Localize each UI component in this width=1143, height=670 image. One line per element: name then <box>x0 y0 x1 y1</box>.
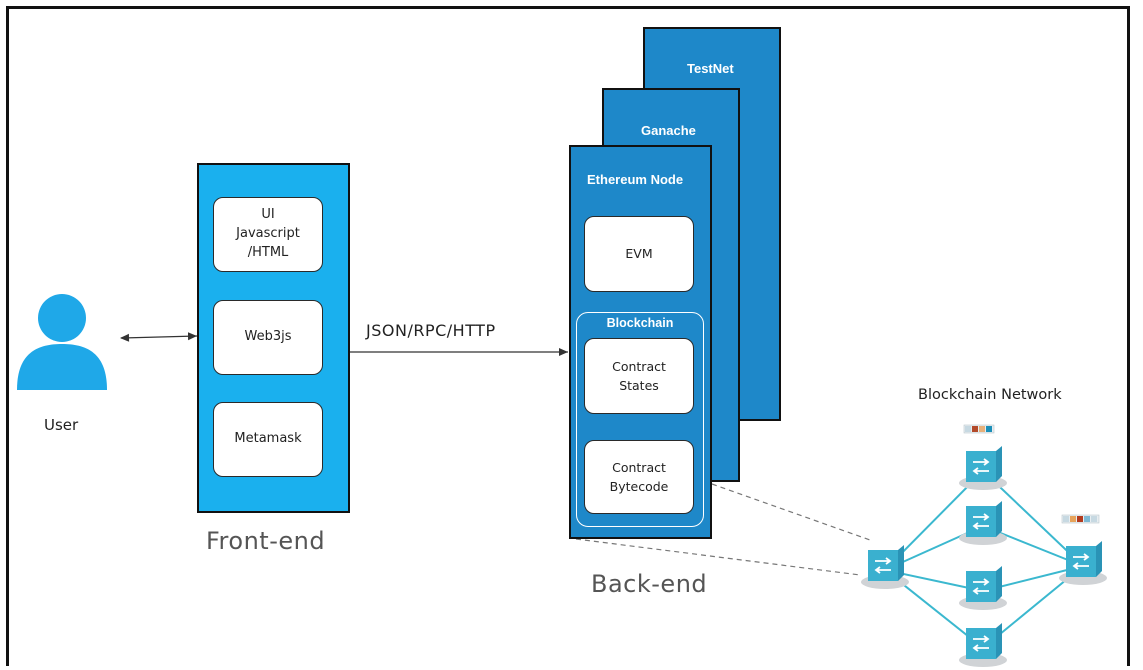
user-label: User <box>44 416 79 434</box>
user-icon <box>17 294 107 390</box>
network-nodes <box>861 424 1107 667</box>
network-label: Blockchain Network <box>918 387 1062 403</box>
backend-network-dashed-2 <box>575 538 861 576</box>
backend-label: Back-end <box>591 570 708 598</box>
ethereum-node-title: Ethereum Node <box>587 172 684 187</box>
connection-label: JSON/RPC/HTTP <box>366 321 496 340</box>
testnet-title: TestNet <box>687 61 734 76</box>
network-node-icon <box>1059 541 1107 585</box>
backend-network-dashed-1 <box>711 483 871 541</box>
frontend-metamask-component: Metamask <box>213 402 323 477</box>
contract-bytecode-component: Contract Bytecode <box>584 440 694 514</box>
network-status-bar <box>963 424 995 434</box>
network-node-icon <box>959 446 1007 490</box>
user-frontend-arrow <box>120 332 198 342</box>
blockchain-title: Blockchain <box>606 316 674 330</box>
blockchain-group: Blockchain <box>576 312 704 527</box>
frontend-panel: UI Javascript /HTML Web3js Metamask <box>197 163 350 513</box>
network-node-icon <box>959 566 1007 610</box>
frontend-ui-component: UI Javascript /HTML <box>213 197 323 272</box>
network-status-bar <box>1061 514 1100 524</box>
network-links <box>884 470 1084 649</box>
evm-component: EVM <box>584 216 694 292</box>
frontend-web3js-component: Web3js <box>213 300 323 375</box>
network-node-icon <box>959 501 1007 545</box>
network-node-icon <box>861 545 909 589</box>
contract-states-component: Contract States <box>584 338 694 414</box>
ganache-title: Ganache <box>641 123 696 138</box>
frontend-label: Front-end <box>206 527 326 555</box>
network-node-icon <box>959 623 1007 667</box>
